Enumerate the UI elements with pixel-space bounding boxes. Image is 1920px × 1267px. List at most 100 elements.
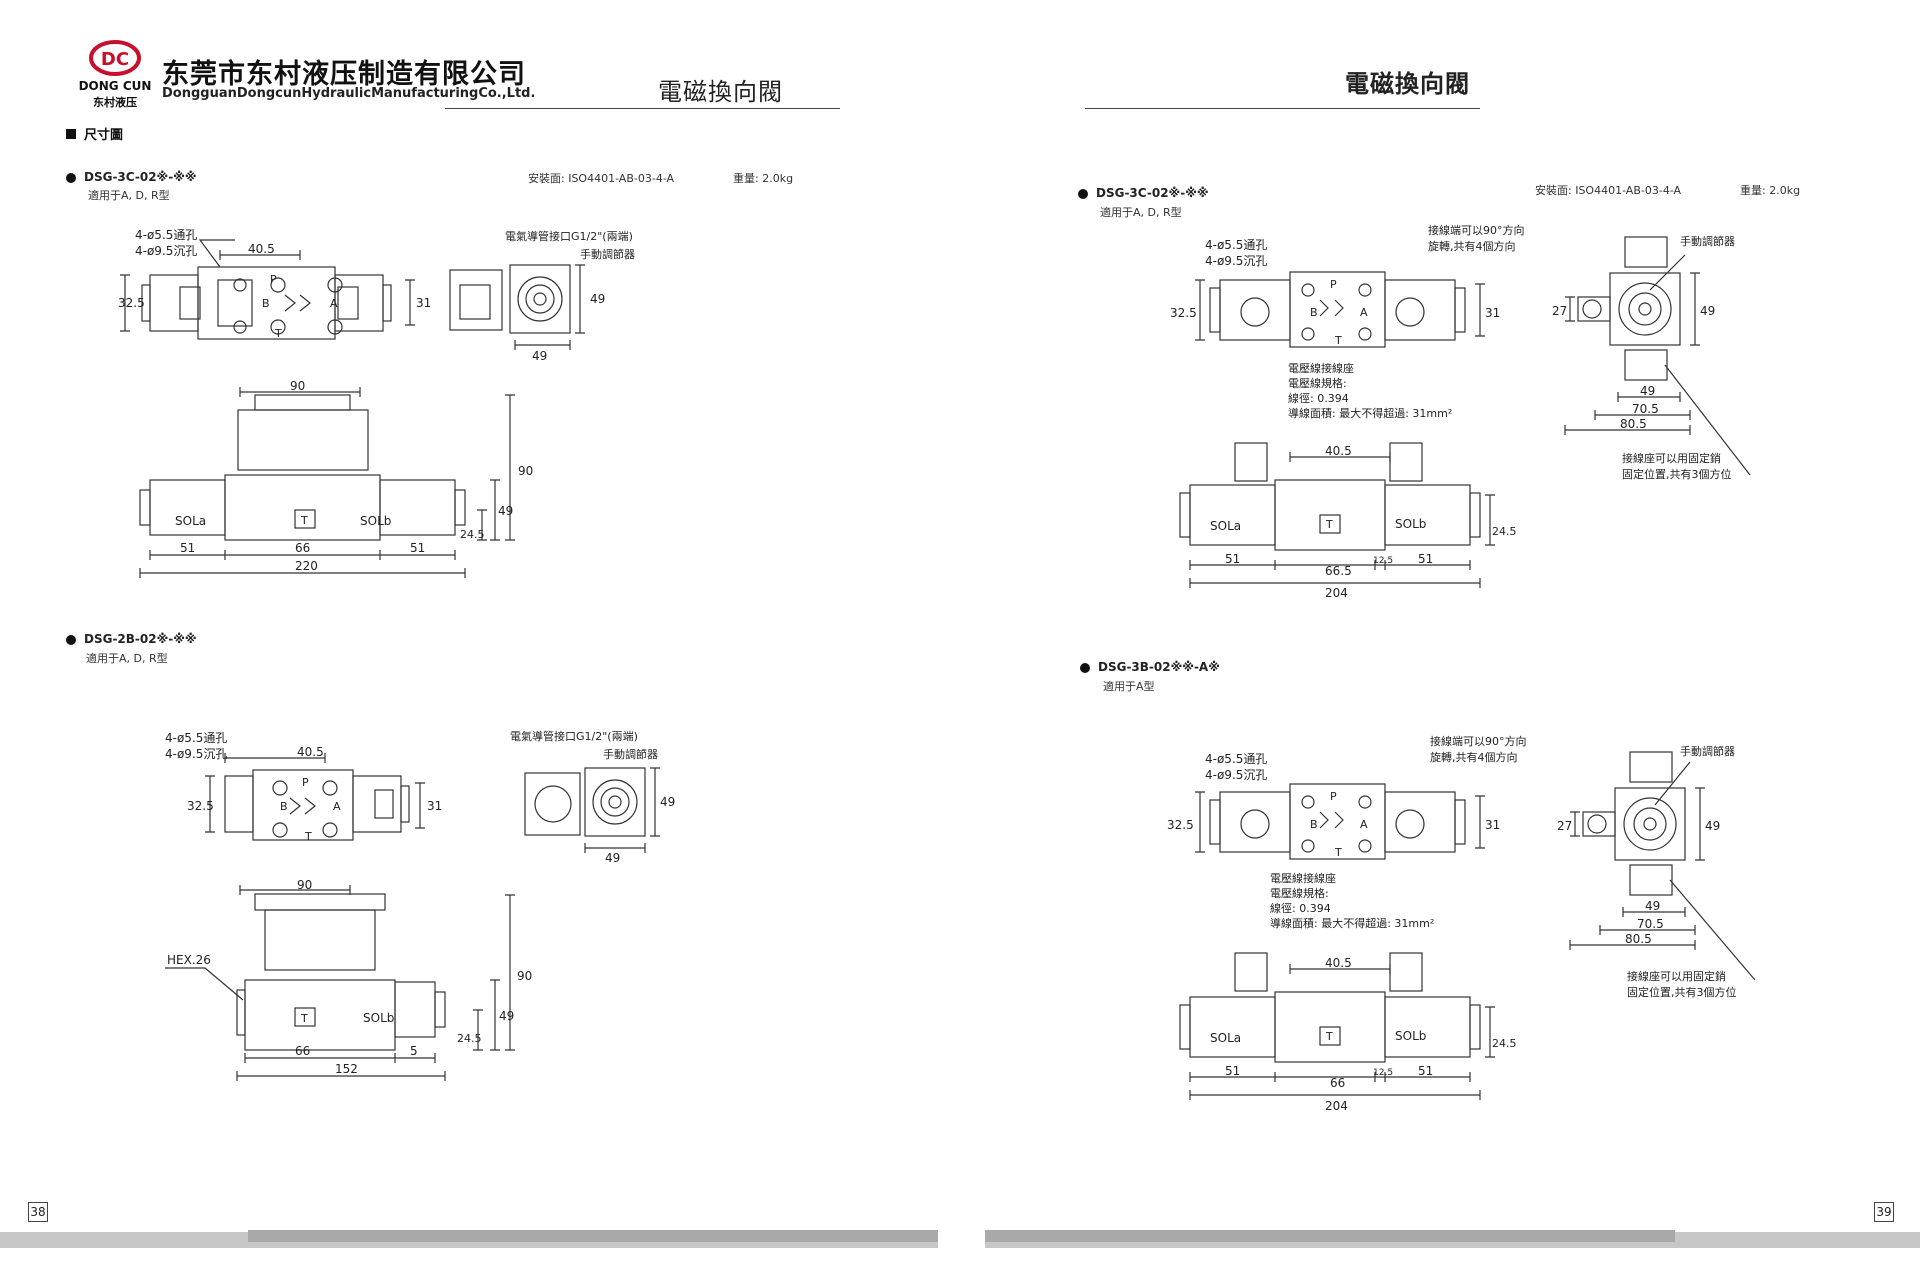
side-h: 49 (590, 292, 605, 306)
side-h27: 27 (1552, 304, 1567, 318)
port-a: A (1360, 818, 1368, 831)
front-total: 152 (335, 1062, 358, 1076)
drawing-dsg-3b-r-top: 4-ø5.5通孔 4-ø9.5沉孔 接線端可以90°方向 旋轉,共有4個方向 3… (1167, 734, 1527, 930)
front-d2: 66 (1330, 1076, 1345, 1090)
port-t: T (274, 327, 282, 340)
front-t: T (1325, 1030, 1333, 1043)
port-t: T (1334, 334, 1342, 347)
model-code: DSG-3C-02※-※※ (1096, 186, 1209, 200)
logo-mark: DC DONG CUN 东村液压 (79, 40, 151, 109)
wire-note-1: 電壓線接線座 (1270, 871, 1336, 885)
port-b: B (280, 800, 288, 813)
side-w: 49 (532, 349, 547, 363)
wire-note-2: 電壓線規格: (1270, 886, 1329, 900)
rotate-note-2: 旋轉,共有4個方向 (1428, 239, 1516, 253)
dim-h2: 31 (1485, 306, 1500, 320)
front-d1: 51 (1225, 552, 1240, 566)
section-square-icon (66, 129, 76, 139)
port-a: A (1360, 306, 1368, 319)
company-logo: DC DONG CUN 东村液压 (79, 38, 151, 110)
front-t: T (1325, 518, 1333, 531)
conduit-label: 電氣導管接口G1/2"(兩端) (510, 729, 638, 743)
dim-pitch: 40.5 (297, 745, 324, 759)
front-t: T (300, 514, 308, 527)
dim-hole2: 4-ø9.5沉孔 (1205, 254, 1267, 268)
port-a: A (333, 800, 341, 813)
port-b: B (1310, 306, 1318, 319)
front-d1: 66 (295, 1044, 310, 1058)
front-sola: SOLa (1210, 519, 1241, 533)
dim-hole1: 4-ø5.5通孔 (165, 731, 227, 745)
drawing-dsg-2b-top: 4-ø5.5通孔 4-ø9.5沉孔 40.5 32.5 31 P B A T 電… (165, 729, 675, 865)
side-w49: 49 (1645, 899, 1660, 913)
bullet-icon (1078, 188, 1088, 199)
port-p: P (1330, 278, 1337, 291)
port-b: B (1310, 818, 1318, 831)
port-t: T (1334, 846, 1342, 859)
bullet-icon (66, 634, 76, 645)
left-page-number: 38 (28, 1202, 48, 1222)
front-t: T (300, 1012, 308, 1025)
logo-letters: DC (101, 49, 129, 70)
manual-label: 手動調節器 (603, 747, 658, 761)
side-h49: 49 (1700, 304, 1715, 318)
right-header-rule (1085, 108, 1480, 109)
front-h49: 49 (499, 1009, 514, 1023)
dim-h1: 32.5 (1170, 306, 1197, 320)
model-title: DSG-3B-02※※-A※ (1080, 660, 1220, 674)
port-p: P (1330, 790, 1337, 803)
dim-hole2: 4-ø9.5沉孔 (165, 747, 227, 761)
drawing-dsg-3c-front: 90 90 49 24.5 SOLa SOLb T 51 66 51 220 (139, 379, 533, 578)
company-name-en: DongguanDongcunHydraulicManufacturingCo.… (162, 86, 536, 101)
logo-subtext: 东村液压 (93, 95, 137, 109)
front-pitch: 40.5 (1325, 956, 1352, 970)
front-total-h: 90 (518, 464, 533, 478)
dim-h1: 32.5 (118, 296, 145, 310)
front-d2: 66 (295, 541, 310, 555)
fix-note-1: 接線座可以用固定銷 (1627, 969, 1726, 983)
rotate-note-1: 接線端可以90°方向 (1428, 223, 1525, 237)
drawing-dsg-3b-r-front: 40.5 SOLa SOLb T 24.5 51 66 12.5 51 204 (1179, 952, 1517, 1113)
dim-hole2: 4-ø9.5沉孔 (1205, 768, 1267, 782)
wire-note-3: 線徑: 0.394 (1288, 391, 1349, 405)
model-code: DSG-2B-02※-※※ (84, 632, 197, 646)
front-d4: 51 (1418, 1064, 1433, 1078)
port-a: A (330, 297, 338, 310)
model-code: DSG-3B-02※※-A※ (1098, 660, 1220, 674)
conduit-label: 電氣導管接口G1/2"(兩端) (505, 229, 633, 243)
drawing-dsg-2b-front: 90 HEX.26 90 49 24.5 SOLb T 66 5 152 (165, 878, 532, 1081)
right-page-number: 39 (1874, 1202, 1894, 1222)
front-hex: HEX.26 (167, 953, 211, 967)
rotate-note-2: 旋轉,共有4個方向 (1430, 750, 1518, 764)
drawing-dsg-3c-r-side: 手動調節器 27 49 49 70.5 80.5 接線座可以用固定銷 固定位置,… (1552, 234, 1751, 481)
front-solb: SOLb (1395, 517, 1426, 531)
wire-note-1: 電壓線接線座 (1288, 361, 1354, 375)
dim-h2: 31 (1485, 818, 1500, 832)
model-applies: 適用于A型 (1103, 680, 1155, 693)
section-title: 尺寸圖 (84, 128, 124, 143)
port-p: P (270, 273, 277, 286)
front-d3: 12.5 (1373, 556, 1393, 566)
front-d2: 5 (410, 1044, 418, 1058)
left-page-title: 電磁換向閥 (658, 78, 783, 106)
front-total: 220 (295, 559, 318, 573)
wire-note-4: 導線面積: 最大不得超過: 31mm² (1270, 916, 1434, 930)
port-p: P (302, 776, 309, 789)
front-top-w: 90 (297, 878, 312, 892)
front-top-w: 90 (290, 379, 305, 393)
front-total: 204 (1325, 586, 1348, 600)
front-pitch: 40.5 (1325, 444, 1352, 458)
front-sola: SOLa (1210, 1031, 1241, 1045)
left-header-rule (445, 108, 840, 109)
manual-label: 手動調節器 (580, 247, 635, 261)
model-applies: 適用于A, D, R型 (1100, 206, 1182, 219)
drawing-dsg-3b-r-side: 手動調節器 27 49 49 70.5 80.5 接線座可以用固定銷 固定位置,… (1557, 744, 1756, 999)
dim-hole1: 4-ø5.5通孔 (135, 228, 197, 242)
front-h245: 24.5 (460, 528, 485, 541)
dim-hole1: 4-ø5.5通孔 (1205, 238, 1267, 252)
mount-spec: 安裝面: ISO4401-AB-03-4-A (1535, 184, 1682, 197)
front-h245: 24.5 (1492, 1037, 1517, 1050)
side-w705: 70.5 (1637, 917, 1664, 931)
front-d3: 12.5 (1373, 1068, 1393, 1078)
side-h49: 49 (1705, 819, 1720, 833)
